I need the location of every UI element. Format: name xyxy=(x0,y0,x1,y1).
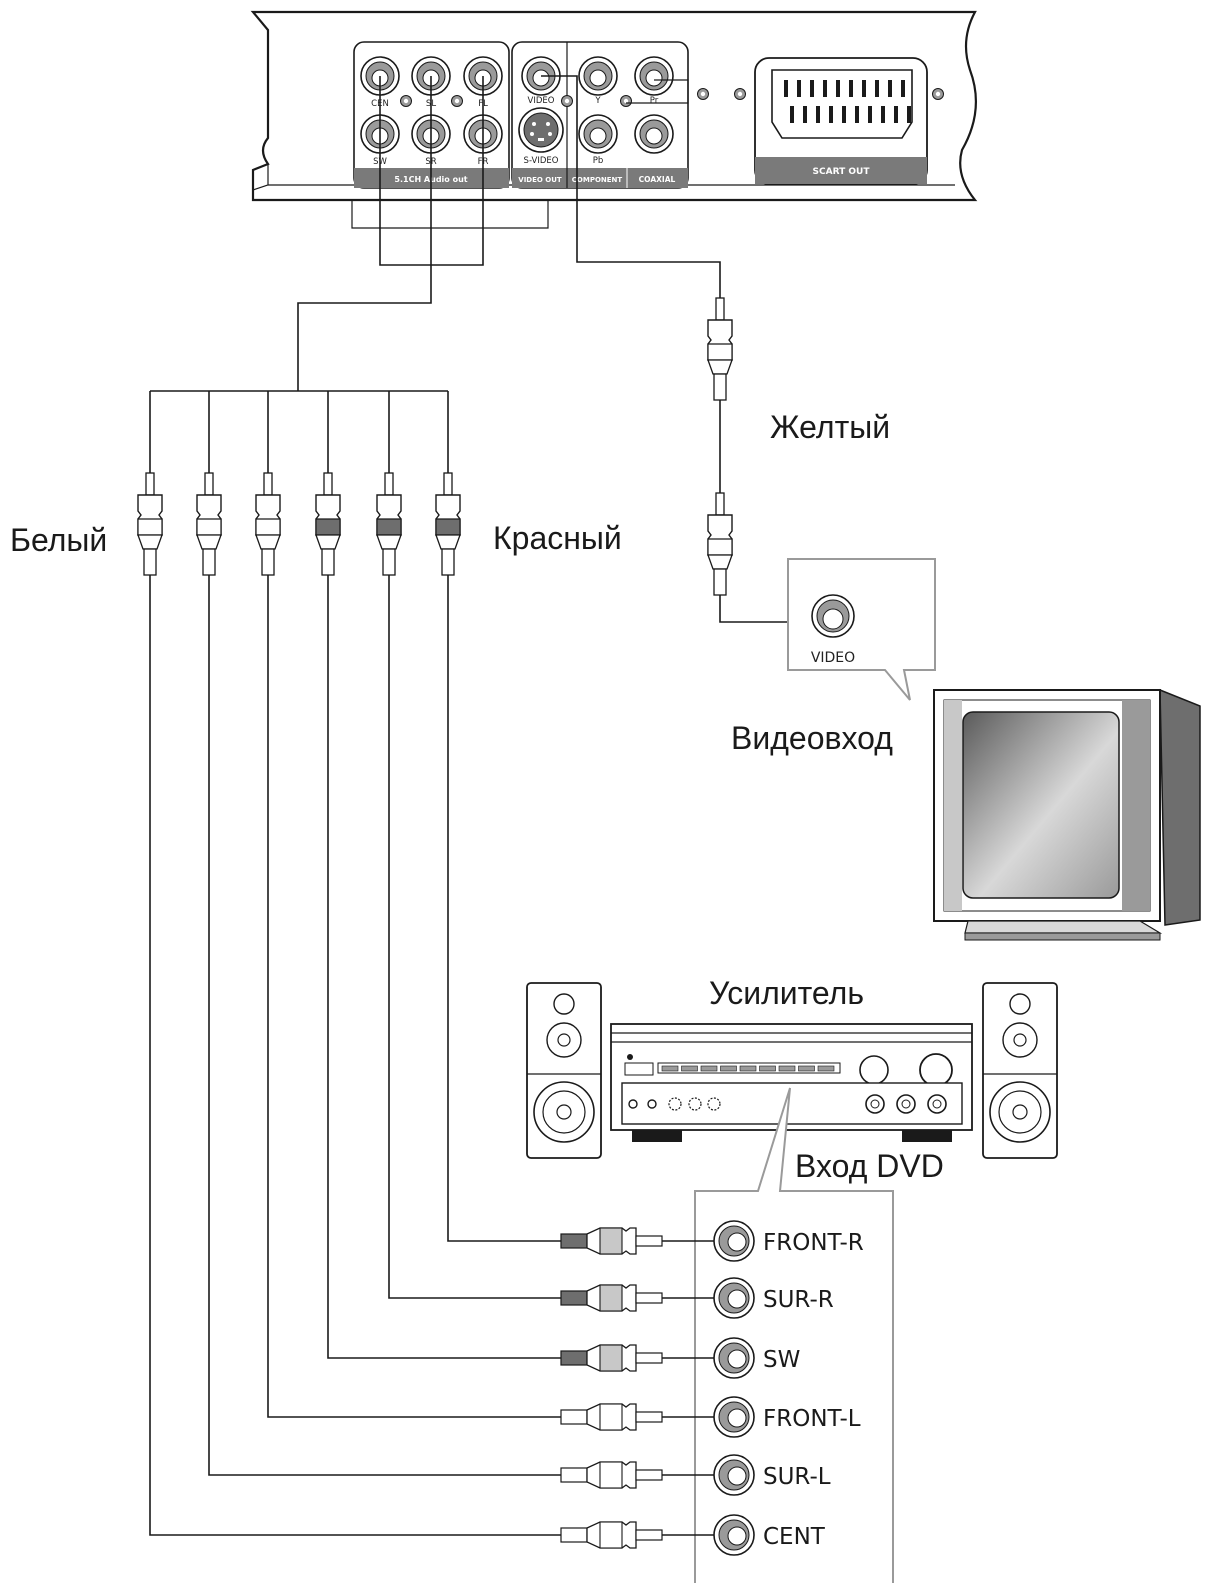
scart-label: SCART OUT xyxy=(813,167,871,177)
tv-video-callout: VIDEO xyxy=(787,558,936,701)
rca-plug-icon xyxy=(315,472,341,576)
video-plug-bottom-icon xyxy=(707,492,733,596)
rca-wire xyxy=(149,575,561,1536)
pb-jack-icon xyxy=(578,114,618,154)
label-dvd-input: Вход DVD xyxy=(795,1148,944,1184)
rca-plug-icon xyxy=(255,472,281,576)
amp-input-label: CENT xyxy=(763,1524,826,1550)
amp-input-jack-icon xyxy=(713,1337,755,1379)
amp-input-label: SUR-R xyxy=(763,1287,834,1313)
tv-video-jack-label: VIDEO xyxy=(811,650,855,666)
jack-label-y: Y xyxy=(594,96,601,106)
video-out-band xyxy=(512,168,688,188)
label-white: Белый xyxy=(10,522,107,558)
dvd-player-rear-panel: 5.1CH Audio out VIDEO OUT COMPONENT COAX… xyxy=(250,10,978,229)
amp-input-jack-icon xyxy=(713,1396,755,1438)
pr-jack-icon xyxy=(634,56,674,96)
amplifier-unit xyxy=(610,1023,973,1142)
yellow-video-cable xyxy=(707,297,820,623)
dvd-audio-wire-bundle xyxy=(150,76,484,392)
audio-jacks xyxy=(360,56,674,154)
screw-icon xyxy=(734,88,746,100)
amp-input-label: FRONT-R xyxy=(763,1230,864,1256)
amp-input-jack-icon xyxy=(713,1277,755,1319)
amp-input-label: SW xyxy=(763,1347,800,1373)
rca-wire xyxy=(388,575,561,1299)
label-red: Красный xyxy=(493,520,622,556)
screw-icons xyxy=(400,88,944,107)
speaker-icon xyxy=(526,982,602,1159)
speaker-icon xyxy=(982,982,1058,1159)
rca-plug-horizontal-icon xyxy=(560,1344,663,1372)
rca-wire xyxy=(267,575,561,1418)
jack-label-pb: Pb xyxy=(593,156,604,166)
rca-wire xyxy=(208,575,561,1476)
speakers xyxy=(526,982,1058,1159)
rca-plug-horizontal-icon xyxy=(560,1521,663,1549)
amp-input-list: FRONT-R SUR-R SW FRONT-L SUR-L CENT xyxy=(149,575,864,1556)
coaxial-band-label: COAXIAL xyxy=(639,175,676,184)
amp-input-label: SUR-L xyxy=(763,1464,831,1490)
amp-input-jack-icon xyxy=(713,1220,755,1262)
rca-plug-icon xyxy=(435,472,461,576)
rca-plug-horizontal-icon xyxy=(560,1284,663,1312)
television-icon xyxy=(933,688,1201,941)
coaxial-jack-icon xyxy=(634,114,674,154)
svideo-jack-icon xyxy=(518,107,564,153)
rca-wire xyxy=(447,575,561,1242)
rca-plug-horizontal-icon xyxy=(560,1461,663,1489)
amp-input-label: FRONT-L xyxy=(763,1406,861,1432)
dvd-video-wire xyxy=(541,75,721,298)
screw-icon xyxy=(451,95,463,107)
rca-plug-icon xyxy=(376,472,402,576)
rca-cable-drops xyxy=(137,391,461,576)
label-amplifier: Усилитель xyxy=(709,975,864,1011)
screw-icon xyxy=(561,95,573,107)
rca-plug-icon xyxy=(137,472,163,576)
amp-input-jack-icon xyxy=(713,1514,755,1556)
label-yellow: Желтый xyxy=(770,409,890,445)
y-jack-icon xyxy=(578,56,618,96)
jack-label-pr: Pr xyxy=(650,96,659,106)
rca-wire xyxy=(327,575,561,1359)
screw-icon xyxy=(697,88,709,100)
label-video-input: Видеовход xyxy=(731,720,893,756)
screw-icon xyxy=(932,88,944,100)
jack-label-video: VIDEO xyxy=(528,96,555,106)
jack-label-svideo: S-VIDEO xyxy=(524,156,559,166)
amp-input-jack-icon xyxy=(713,1454,755,1496)
scart-out-connector: SCART OUT xyxy=(754,57,928,185)
rca-plug-icon xyxy=(196,472,222,576)
rca-plug-horizontal-icon xyxy=(560,1403,663,1431)
screw-icon xyxy=(620,95,632,107)
video-plug-top-icon xyxy=(707,297,733,401)
screw-icon xyxy=(400,95,412,107)
video-out-band-label: VIDEO OUT xyxy=(518,176,562,184)
rca-plug-horizontal-icon xyxy=(560,1227,663,1255)
component-band-label: COMPONENT xyxy=(572,176,623,184)
